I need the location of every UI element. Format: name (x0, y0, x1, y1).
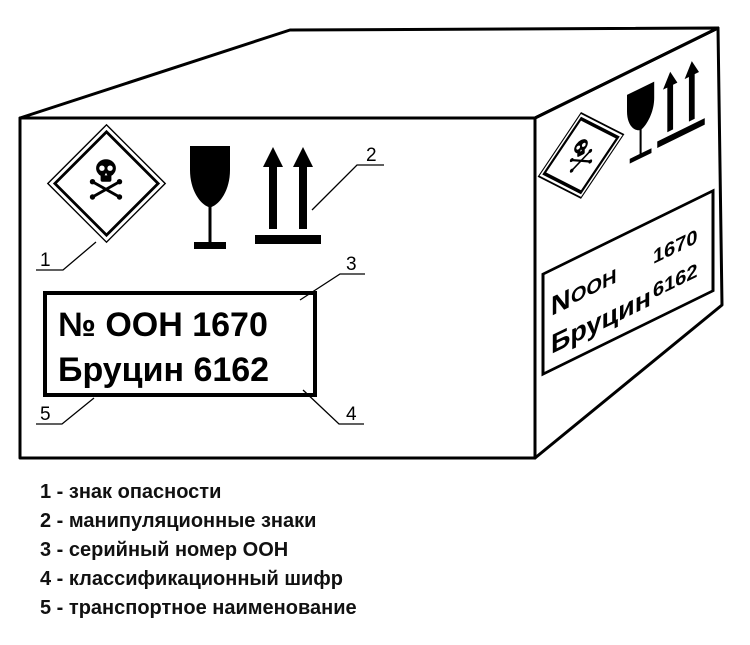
legend-item-3: 3 - серийный номер ООН (40, 539, 289, 561)
legend-item-1: 1 - знак опасности (40, 481, 222, 503)
side-this-way-up-arrows-icon (657, 54, 705, 148)
callout-leaders (36, 164, 384, 425)
callout-5: 5 (40, 404, 51, 425)
leader-5 (36, 397, 95, 425)
box-outline (18, 26, 724, 460)
legend-item-2: 2 - манипуляционные знаки (40, 510, 317, 532)
legend-item-5: 5 - транспортное наименование (40, 597, 357, 619)
callout-2: 2 (366, 145, 377, 166)
callout-numbers: 1 2 3 4 5 (40, 145, 377, 425)
side-label-prefix: N (551, 283, 571, 323)
side-label-box (541, 188, 715, 377)
callout-3: 3 (346, 254, 357, 275)
side-label-code2: 6162 (653, 259, 697, 303)
legend-item-4: 4 - классификационный шифр (40, 568, 344, 590)
leader-1 (36, 241, 97, 271)
callout-4: 4 (346, 404, 357, 425)
leader-3 (299, 273, 365, 301)
this-way-up-arrows-icon (255, 147, 321, 244)
front-label-line1: № ООН 1670 (58, 306, 268, 344)
box-side-face (533, 26, 724, 460)
front-label: № ООН 1670 Бруцин 6162 (43, 291, 317, 397)
leader-2 (311, 164, 384, 211)
fragile-glass-icon (190, 146, 230, 249)
side-hazard-diamond (537, 112, 625, 199)
side-face-markings: N ООН 1670 Бруцин 6162 (537, 54, 715, 377)
front-label-line2: Бруцин 6162 (58, 351, 269, 389)
side-fragile-glass-icon (627, 81, 655, 165)
hazard-diamond (46, 123, 167, 244)
leader-4 (302, 389, 364, 425)
box-top-face (18, 26, 720, 120)
callout-1: 1 (40, 250, 51, 271)
legend: 1 - знак опасности 2 - манипуляционные з… (40, 478, 357, 623)
